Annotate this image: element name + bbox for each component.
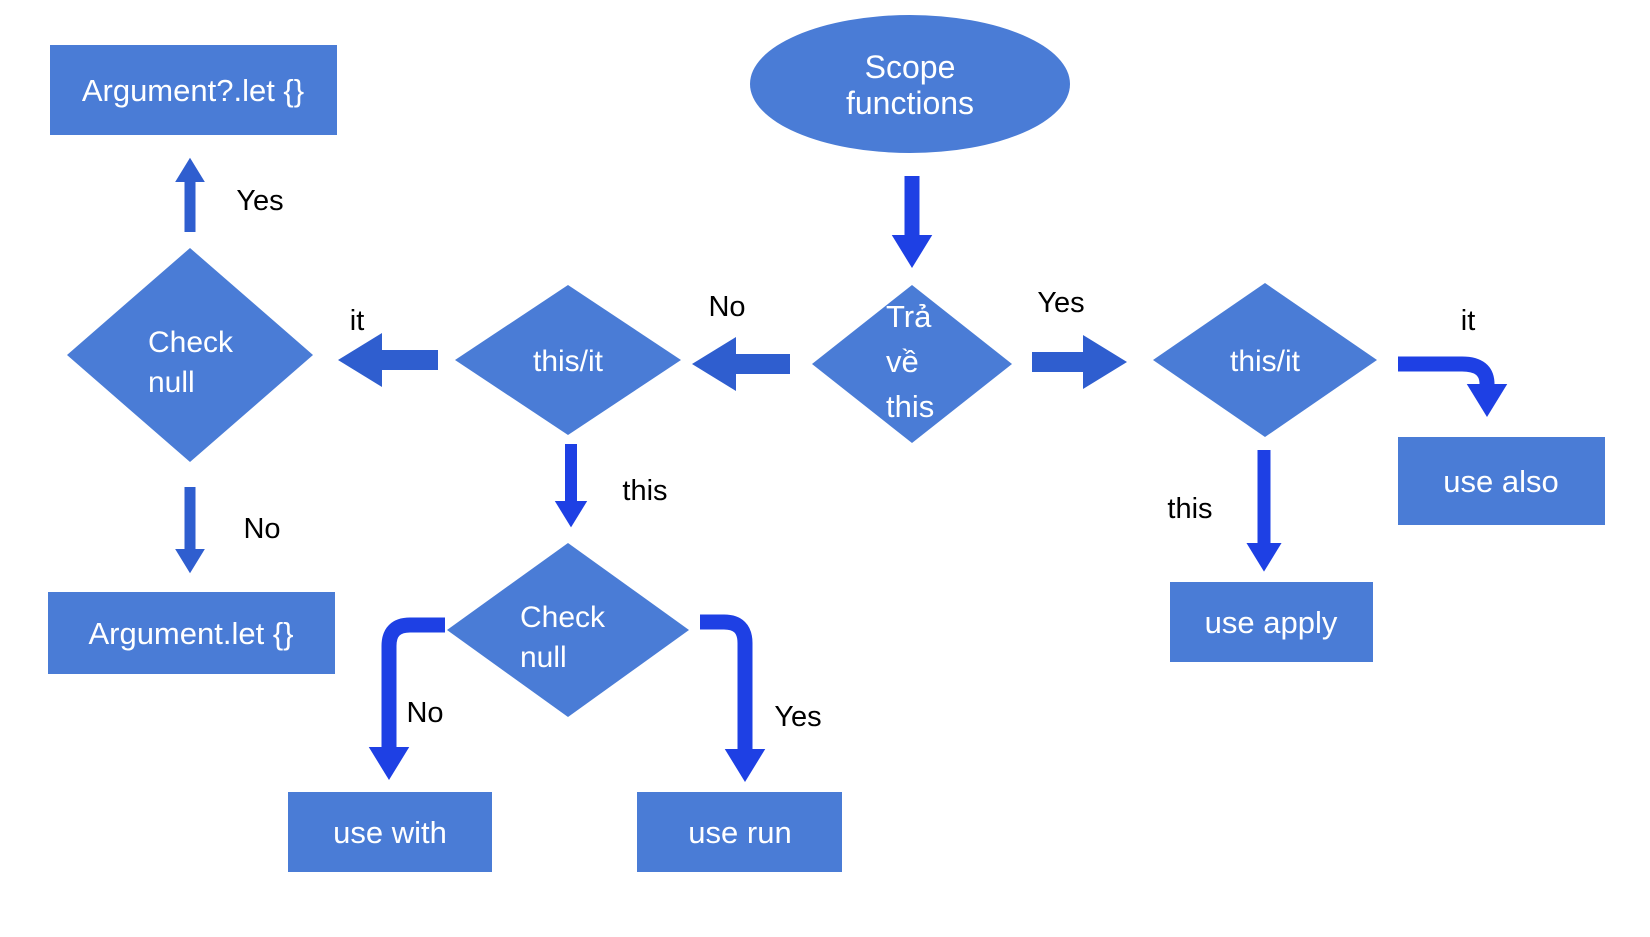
use-run-rect [637, 792, 842, 872]
edge-label-it: it [1461, 305, 1476, 337]
edge-label-no: No [406, 697, 443, 729]
use-with-rect [288, 792, 492, 872]
start-ellipse [750, 15, 1070, 153]
node-arg-optional-let: Argument?.let {} [50, 45, 337, 135]
use-with-label: use with [333, 815, 447, 850]
left-this-it-label: this/it [533, 345, 604, 378]
edge-right-this-it-it-to-use-also [1398, 356, 1508, 417]
use-also-label: use also [1443, 464, 1558, 499]
edge-label-no: No [243, 513, 280, 545]
node-arg-let: Argument.let {} [48, 592, 335, 674]
left-this-it-diamond [455, 285, 681, 435]
returns-this-line2: về [886, 344, 919, 379]
returns-this-diamond [812, 285, 1012, 443]
bottom-check-null-line2: null [520, 641, 567, 674]
edge-label-no: No [708, 291, 745, 323]
right-this-it-label: this/it [1230, 345, 1301, 378]
left-check-null-line1: Check [148, 326, 234, 359]
left-check-null-diamond [67, 248, 313, 462]
edge-label-this: this [1167, 493, 1212, 525]
bottom-check-null-diamond [447, 543, 689, 717]
node-returns-this: Trả về this [812, 285, 1012, 443]
start-label-line2: functions [846, 85, 974, 121]
left-check-null-line2: null [148, 366, 195, 399]
arg-let-label: Argument.let {} [88, 616, 293, 651]
right-this-it-diamond [1153, 283, 1377, 437]
arg-let-rect [48, 592, 335, 674]
node-right-this-it: this/it [1153, 283, 1377, 437]
use-apply-rect [1170, 582, 1373, 662]
node-use-apply: use apply [1170, 582, 1373, 662]
node-left-this-it: this/it [455, 285, 681, 435]
edge-label-yes: Yes [774, 701, 821, 733]
node-use-with: use with [288, 792, 492, 872]
returns-this-line1: Trả [886, 299, 932, 334]
use-apply-label: use apply [1205, 605, 1338, 640]
node-use-run: use run [637, 792, 842, 872]
arg-optional-let-label: Argument?.let {} [82, 73, 304, 108]
edge-label-yes: Yes [236, 185, 283, 217]
edge-bottom-check-null-no-to-use-with [368, 617, 445, 780]
edge-label-this: this [622, 475, 667, 507]
edge-label-it: it [350, 305, 365, 337]
start-label-line1: Scope [865, 49, 956, 85]
node-start: Scope functions [750, 15, 1070, 153]
use-also-rect [1398, 437, 1605, 525]
edge-bottom-check-null-yes-to-use-run [700, 614, 766, 782]
node-left-check-null: Check null [67, 248, 313, 462]
use-run-label: use run [688, 815, 791, 850]
returns-this-line3: this [886, 389, 934, 424]
edge-label-yes: Yes [1037, 287, 1084, 319]
arg-optional-let-rect [50, 45, 337, 135]
node-use-also: use also [1398, 437, 1605, 525]
bottom-check-null-line1: Check [520, 601, 606, 634]
node-bottom-check-null: Check null [447, 543, 689, 717]
